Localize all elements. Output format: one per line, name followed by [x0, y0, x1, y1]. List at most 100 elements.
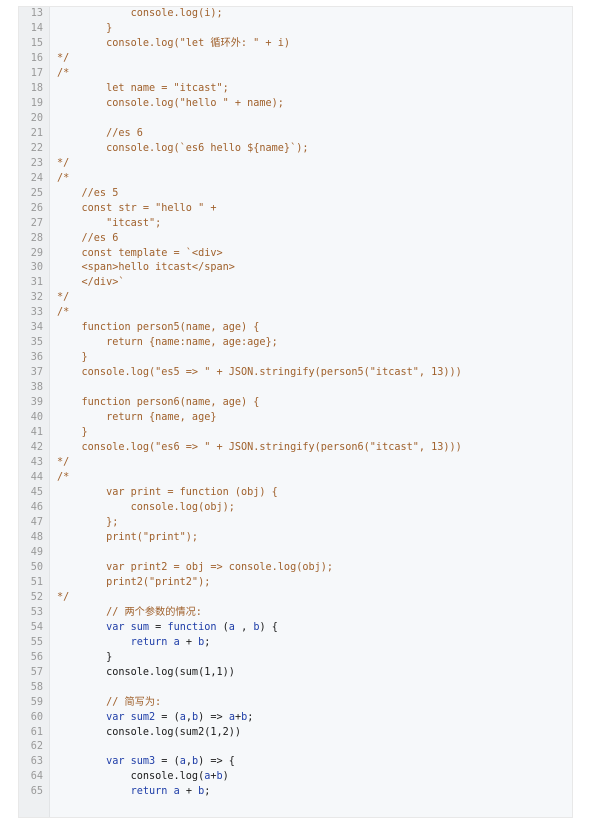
- line-number: 38: [30, 382, 43, 394]
- line-number: 54: [30, 621, 43, 633]
- code-token: ,: [185, 711, 192, 723]
- code-line: 43 */: [19, 456, 572, 471]
- line-number: 29: [30, 247, 43, 259]
- line-number: 18: [30, 82, 43, 94]
- line-number: 32: [30, 292, 43, 304]
- line-code: /*: [57, 172, 69, 187]
- code-line: 56 }: [19, 651, 572, 666]
- code-line: 42 console.log("es6 => " + JSON.stringif…: [19, 441, 572, 456]
- code-token: +: [179, 636, 199, 648]
- code-line: 30 <span>hello itcast</span>: [19, 261, 572, 276]
- line-code: let name = "itcast";: [57, 82, 229, 97]
- code-line: 29 const template = `<div>: [19, 247, 572, 262]
- code-token: a: [173, 636, 180, 648]
- code-line: 27 "itcast";: [19, 217, 572, 232]
- line-code: <span>hello itcast</span>: [57, 261, 235, 276]
- code-token: function: [167, 621, 217, 633]
- code-line: 37 console.log("es5 => " + JSON.stringif…: [19, 366, 572, 381]
- code-token: */: [57, 52, 70, 64]
- code-line: 19 console.log("hello " + name);: [19, 97, 572, 112]
- line-code: */: [57, 52, 69, 67]
- code-line: 57 console.log(sum(1,1)): [19, 666, 572, 681]
- line-number: 62: [30, 741, 43, 753]
- line-code: return {name, age}: [57, 411, 216, 426]
- code-token: var print2 = obj => console.log(obj);: [57, 561, 334, 573]
- line-code: const str = "hello " +: [57, 202, 217, 217]
- code-token: //es 5: [57, 187, 119, 199]
- line-code: /*: [57, 471, 69, 486]
- code-token: "itcast";: [57, 217, 162, 229]
- code-line: 46 console.log(obj);: [19, 501, 572, 516]
- code-token: console.log("es5 => " + JSON.stringify(p…: [57, 367, 462, 379]
- line-number: 40: [30, 412, 43, 424]
- code-token: = (: [155, 711, 180, 723]
- code-token: }: [57, 651, 113, 663]
- code-line: 60 var sum2 = (a,b) => a+b;: [19, 711, 572, 726]
- code-token: return: [130, 636, 168, 648]
- code-line: 26 const str = "hello " +: [19, 202, 572, 217]
- line-number: 22: [30, 142, 43, 154]
- code-line: 59 // 简写为:: [19, 696, 572, 711]
- code-token: function person6(name, age) {: [57, 397, 260, 409]
- code-token: = (: [155, 756, 180, 768]
- line-number: 52: [30, 591, 43, 603]
- line-number: 23: [30, 157, 43, 169]
- code-token: sum2: [130, 711, 156, 723]
- code-token: ;: [204, 636, 211, 648]
- line-code: */: [57, 291, 69, 306]
- line-number: 43: [30, 457, 43, 469]
- code-line: 38: [19, 381, 572, 396]
- code-token: };: [57, 516, 119, 528]
- line-code: //es 5: [57, 187, 119, 202]
- line-number: 26: [30, 202, 43, 214]
- line-code: }: [57, 351, 88, 366]
- code-line: 33/*: [19, 306, 572, 321]
- code-line: 34 function person5(name, age) {: [19, 321, 572, 336]
- code-line: 48 print("print");: [19, 531, 572, 546]
- line-number: 20: [30, 112, 43, 124]
- line-code: function person5(name, age) {: [57, 321, 260, 336]
- code-line: 32 */: [19, 291, 572, 306]
- line-number: 46: [30, 501, 43, 513]
- code-token: b: [198, 786, 205, 798]
- line-number: 58: [30, 681, 43, 693]
- line-code: var sum3 = (a,b) => {: [57, 755, 235, 770]
- code-line: 36 }: [19, 351, 572, 366]
- code-token: */: [57, 157, 70, 169]
- code-line: 61 console.log(sum2(1,2)): [19, 726, 572, 741]
- code-token: console.log(: [57, 771, 205, 783]
- code-line: 44/*: [19, 471, 572, 486]
- line-code: //es 6: [57, 127, 143, 142]
- code-token: sum: [130, 621, 150, 633]
- line-code: return a + b;: [57, 636, 211, 651]
- code-token: var: [106, 621, 125, 633]
- code-line: 25 //es 5: [19, 187, 572, 202]
- line-number: 49: [30, 546, 43, 558]
- line-code: */: [57, 456, 69, 471]
- line-code: */: [57, 157, 69, 172]
- code-token: (: [216, 621, 229, 633]
- code-line: 64 console.log(a+b): [19, 770, 572, 785]
- code-line: 54 var sum = function (a , b) {: [19, 621, 572, 636]
- line-number: 36: [30, 352, 43, 364]
- code-line: 15 console.log("let 循环外: " + i): [19, 37, 572, 52]
- code-line: 58: [19, 681, 572, 696]
- line-number: 41: [30, 427, 43, 439]
- code-token: print2("print2");: [57, 576, 211, 588]
- line-code: var print = function (obj) {: [57, 486, 278, 501]
- line-code: var sum2 = (a,b) => a+b;: [57, 711, 253, 726]
- code-line: 50 var print2 = obj => console.log(obj);: [19, 561, 572, 576]
- line-number: 15: [30, 37, 43, 49]
- code-token: /*: [57, 307, 70, 319]
- line-code: console.log("let 循环外: " + i): [57, 37, 290, 52]
- line-number: 19: [30, 97, 43, 109]
- code-line: 47 };: [19, 516, 572, 531]
- line-code: return a + b;: [57, 785, 211, 800]
- code-token: console.log(`es6 hello ${name}`);: [57, 142, 309, 154]
- code-line: 28 //es 6: [19, 232, 572, 247]
- code-block: 13 console.log(i);14 }15 console.log("le…: [18, 6, 573, 818]
- code-token: */: [57, 457, 70, 469]
- line-code: console.log(sum(1,1)): [57, 666, 235, 681]
- code-token: a: [228, 711, 235, 723]
- line-number: 59: [30, 696, 43, 708]
